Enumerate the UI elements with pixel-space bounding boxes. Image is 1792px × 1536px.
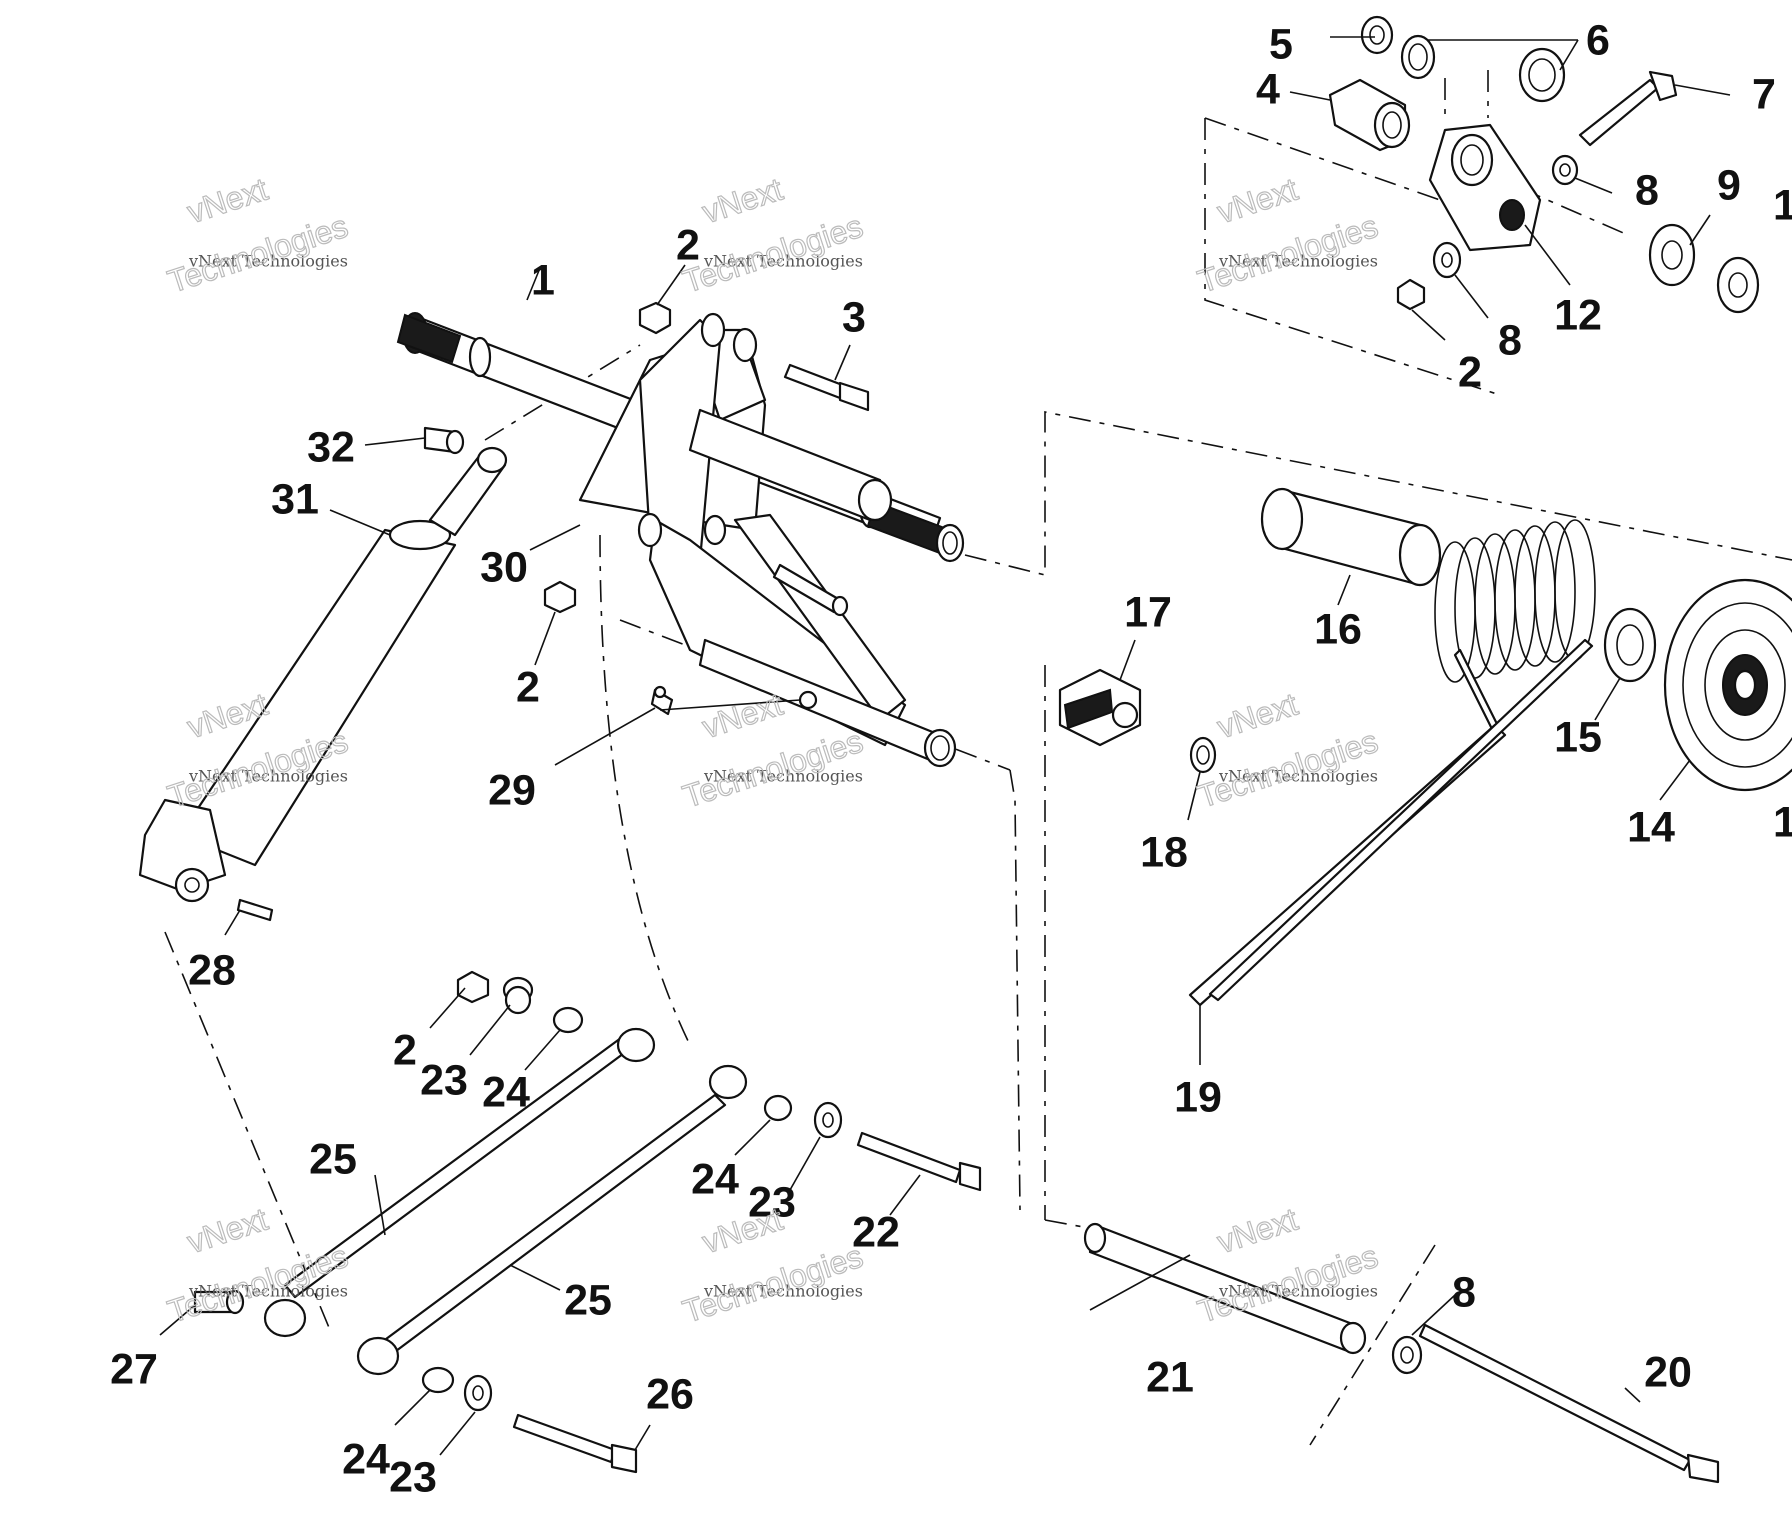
callout-21: 21 [1146, 1353, 1194, 1401]
svg-text:vNext: vNext [698, 171, 787, 231]
part-bolt-20 [1418, 1323, 1720, 1484]
part-bushing-27 [193, 1289, 245, 1315]
callout-14: 14 [1627, 803, 1675, 851]
part-torsion-spring [1188, 519, 1596, 1007]
callout-1-clipped: 1 [1773, 181, 1792, 229]
svg-text:vNext Technologies: vNext Technologies [188, 767, 348, 786]
callout-22: 22 [852, 1208, 900, 1256]
callout-25: 25 [564, 1276, 612, 1324]
callout-19: 19 [1174, 1073, 1222, 1121]
svg-text:vNext Technologies: vNext Technologies [1218, 1282, 1378, 1301]
callout-2: 2 [516, 663, 540, 711]
callout-4: 4 [1256, 65, 1280, 113]
callout-24: 24 [691, 1155, 739, 1203]
part-bolt-3 [783, 363, 870, 412]
callout-6: 6 [1586, 16, 1610, 64]
svg-text:vNext: vNext [698, 686, 787, 746]
part-cross-shaft-21 [1083, 1222, 1367, 1355]
callout-numbers: 1 2 2 2 2 3 4 5 6 7 8 8 8 9 1 12 2 14 15… [110, 16, 1792, 1501]
callout-24: 24 [342, 1435, 390, 1483]
callout-8: 8 [1635, 166, 1659, 214]
callout-1: 1 [531, 256, 555, 304]
callout-5: 5 [1269, 20, 1293, 68]
part-grease-fitting [650, 685, 674, 716]
watermark: vNext vNext Technologies Technologies [163, 170, 353, 300]
callout-25: 25 [309, 1135, 357, 1183]
svg-text:vNext Technologies: vNext Technologies [188, 1282, 348, 1301]
callout-12: 12 [1554, 291, 1602, 339]
svg-text:vNext Technologies: vNext Technologies [188, 252, 348, 271]
callout-15: 15 [1554, 713, 1602, 761]
watermark: vNext vNext Technologies Technologies [678, 1200, 868, 1330]
callout-31: 31 [271, 475, 319, 523]
svg-text:vNext: vNext [183, 171, 272, 231]
svg-text:vNext: vNext [1213, 686, 1302, 746]
part-idler-wheel [1663, 578, 1792, 792]
svg-text:vNext: vNext [1213, 1201, 1302, 1261]
callout-9: 9 [1717, 161, 1741, 209]
callout-24: 24 [482, 1068, 530, 1116]
part-nuts [456, 278, 1426, 1004]
callout-2: 2 [1458, 348, 1482, 396]
watermark: vNext vNext Technologies Technologies [1193, 170, 1383, 300]
callout-2: 2 [393, 1026, 417, 1074]
callout-23: 23 [420, 1056, 468, 1104]
svg-text:vNext: vNext [183, 1201, 272, 1261]
callout-16: 16 [1314, 605, 1362, 653]
svg-text:vNext Technologies: vNext Technologies [1218, 767, 1378, 786]
part-washer-8-lower [1391, 1335, 1423, 1375]
part-sleeve-16 [1260, 487, 1442, 587]
callout-23: 23 [389, 1453, 437, 1501]
callout-32: 32 [307, 423, 355, 471]
callout-18: 18 [1140, 828, 1188, 876]
callout-23: 23 [748, 1178, 796, 1226]
callout-20: 20 [1644, 1348, 1692, 1396]
part-pin-28 [236, 898, 274, 922]
grouping-dashed-lines [164, 70, 1792, 1446]
callout-8: 8 [1452, 1268, 1476, 1316]
part-bolt-26 [512, 1413, 638, 1474]
part-spacers-washers [421, 976, 843, 1412]
part-washer-18 [1189, 736, 1217, 774]
svg-text:vNext Technologies: vNext Technologies [703, 767, 863, 786]
callout-2: 2 [1458, 348, 1482, 396]
callout-27: 27 [110, 1345, 158, 1393]
part-bushing-32 [423, 426, 465, 455]
callout-2: 2 [676, 221, 700, 269]
callout-leader-lines [159, 36, 1731, 1456]
callout-8: 8 [1498, 316, 1522, 364]
part-swing-arm [578, 312, 957, 768]
callout-7: 7 [1752, 70, 1776, 118]
svg-text:vNext: vNext [698, 1201, 787, 1261]
part-shock-absorber [138, 446, 508, 903]
callout-29: 29 [488, 766, 536, 814]
part-upper-right-assembly [1328, 15, 1760, 314]
callout-1-clipped: 1 [1773, 798, 1792, 846]
callout-30: 30 [480, 543, 528, 591]
watermark: vNext vNext Technologies Technologies [163, 1200, 353, 1330]
part-tie-rods [263, 1027, 748, 1376]
svg-text:vNext: vNext [1213, 171, 1302, 231]
svg-text:vNext Technologies: vNext Technologies [703, 1282, 863, 1301]
callout-28: 28 [188, 946, 236, 994]
callout-17: 17 [1124, 588, 1172, 636]
part-bolt-22 [856, 1131, 982, 1192]
callout-26: 26 [646, 1370, 694, 1418]
callout-3: 3 [842, 293, 866, 341]
svg-text:vNext Technologies: vNext Technologies [1218, 252, 1378, 271]
part-block-17 [1058, 668, 1142, 747]
svg-text:vNext Technologies: vNext Technologies [703, 252, 863, 271]
part-washer-15 [1603, 607, 1657, 683]
